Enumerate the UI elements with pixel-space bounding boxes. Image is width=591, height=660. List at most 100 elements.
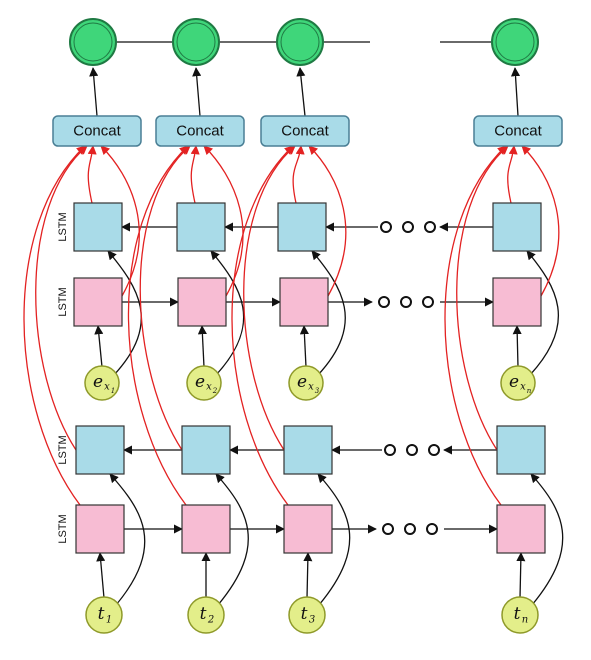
node-layer: [52, 18, 563, 634]
red-skip-lower-forward-1: [23, 145, 86, 506]
red-skip-lower-backward-2: [139, 145, 191, 451]
char-embedding-subsub-3: 3: [315, 387, 320, 395]
concat-label-3: Concat: [281, 123, 329, 140]
token-sub-3: 3: [309, 615, 315, 626]
red-skip-upper-backward-2: [190, 145, 200, 204]
upper-forward-lstm-box-4: [492, 277, 542, 327]
concat-box-2: [155, 115, 245, 147]
t-to-forward-arrow-1: [96, 552, 106, 599]
char-embedding-sub-4: x: [520, 382, 526, 393]
char-embedding-label-4: e: [509, 372, 519, 392]
red-skip-lower-forward-4: [444, 145, 507, 506]
ellipsis-dot-3: [422, 296, 434, 308]
t-to-backward-curve-1: [109, 473, 146, 606]
char-embedding-input-node-4: [500, 365, 536, 401]
upper-backward-lstm-box-2: [176, 202, 226, 252]
output-node-inner-ring-3: [280, 22, 320, 62]
token-input-node-3: [288, 596, 326, 634]
output-node-inner-ring-1: [73, 22, 113, 62]
lower-backward-lstm-label: LSTM: [57, 435, 69, 464]
t-to-backward-curve-2: [215, 473, 249, 606]
output-node-outer-1: [69, 18, 117, 66]
ellipsis-dot-1: [382, 523, 394, 535]
token-sub-4: n: [522, 615, 528, 626]
lower-backward-ellipsis-icon: [384, 444, 440, 456]
ex-to-forward-arrow-1: [94, 325, 104, 368]
ellipsis-dot-1: [384, 444, 396, 456]
concat-box-4: [473, 115, 563, 147]
output-node-outer-4: [491, 18, 539, 66]
connector-layer: [23, 41, 564, 606]
char-embedding-input-node-2: [186, 365, 222, 401]
char-embedding-sub-1: x: [104, 382, 110, 393]
ellipsis-dot-2: [404, 523, 416, 535]
token-input-node-2: [187, 596, 225, 634]
upper-forward-lstm-box-2: [177, 277, 227, 327]
upper-forward-lstm-box-3: [279, 277, 329, 327]
ellipsis-dot-2: [402, 221, 414, 233]
token-label-2: t: [200, 604, 207, 624]
ellipsis-dot-2: [406, 444, 418, 456]
red-skip-lower-backward-3: [243, 145, 296, 451]
lower-forward-lstm-label: LSTM: [57, 514, 69, 543]
ex-to-forward-arrow-3: [299, 325, 309, 368]
upper-backward-lstm-box-4: [492, 202, 542, 252]
token-sub-1: 1: [106, 615, 112, 626]
char-embedding-subsub-1: 1: [111, 387, 115, 395]
concat-to-output-arrow-2: [192, 67, 202, 117]
ellipsis-dot-1: [378, 296, 390, 308]
lower-forward-ellipsis-icon: [382, 523, 438, 535]
lower-backward-lstm-box-2: [181, 425, 231, 475]
output-node-outer-2: [172, 18, 220, 66]
concat-to-output-arrow-3: [296, 67, 306, 117]
ellipsis-dot-2: [400, 296, 412, 308]
token-label-4: t: [514, 604, 521, 624]
char-embedding-sub-2: x: [206, 382, 212, 393]
ellipsis-dot-1: [380, 221, 392, 233]
red-skip-upper-forward-4: [521, 145, 560, 297]
output-node-inner-ring-4: [495, 22, 535, 62]
upper-forward-ellipsis-icon: [378, 296, 434, 308]
t-to-forward-arrow-3: [303, 552, 313, 599]
lower-forward-lstm-box-2: [181, 504, 231, 554]
ex-to-backward-curve-2: [210, 250, 245, 376]
concat-box-3: [260, 115, 350, 147]
lower-backward-lstm-box-4: [496, 425, 546, 475]
char-embedding-input-node-1: [84, 365, 120, 401]
lower-forward-lstm-box-4: [496, 504, 546, 554]
token-input-node-4: [501, 596, 539, 634]
red-skip-upper-backward-1: [87, 145, 97, 204]
red-skip-lower-forward-2: [127, 145, 189, 506]
char-embedding-label-3: e: [297, 372, 307, 392]
char-embedding-subsub-2: 2: [212, 387, 218, 395]
token-label-1: t: [98, 604, 105, 624]
t-to-forward-arrow-4: [516, 552, 526, 599]
upper-backward-lstm-box-1: [73, 202, 123, 252]
token-sub-2: 2: [207, 615, 214, 626]
ex-to-forward-arrow-4: [512, 325, 522, 368]
lower-forward-lstm-box-3: [283, 504, 333, 554]
token-label-3: t: [301, 604, 308, 624]
lower-forward-lstm-box-1: [75, 504, 125, 554]
ex-to-backward-curve-3: [311, 250, 346, 376]
char-embedding-label-2: e: [195, 372, 205, 392]
char-embedding-subsub-4: n: [527, 387, 532, 395]
ellipsis-dot-3: [428, 444, 440, 456]
char-embedding-input-node-3: [288, 365, 324, 401]
lower-backward-lstm-box-3: [283, 425, 333, 475]
upper-backward-lstm-label: LSTM: [57, 212, 69, 241]
upper-forward-lstm-box-1: [73, 277, 123, 327]
red-skip-upper-backward-3: [292, 145, 305, 204]
output-node-outer-3: [276, 18, 324, 66]
concat-label-1: Concat: [73, 123, 121, 140]
red-skip-upper-forward-2: [203, 145, 244, 297]
ex-to-backward-curve-4: [526, 250, 559, 376]
concat-label-4: Concat: [494, 123, 542, 140]
concat-to-output-arrow-1: [89, 67, 99, 117]
red-skip-lower-forward-3: [231, 145, 294, 506]
red-skip-lower-backward-1: [35, 145, 88, 451]
red-skip-lower-backward-4: [456, 145, 509, 451]
lower-backward-lstm-box-1: [75, 425, 125, 475]
concat-to-output-arrow-4: [510, 67, 521, 117]
